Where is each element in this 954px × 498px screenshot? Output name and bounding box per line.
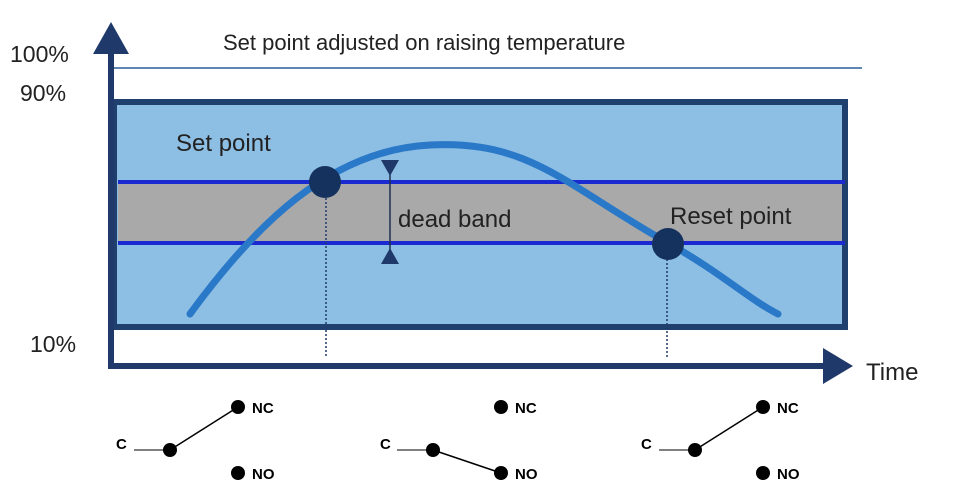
diagram-title: Set point adjusted on raising temperatur… [223,30,625,55]
switch-3-no-terminal [756,466,770,480]
switch-1-nc-label: NC [252,400,274,417]
set-point-label: Set point [176,130,271,157]
dead-band-arrow-bottom [381,248,399,264]
switch-2-arm [432,449,502,474]
dead-band-arrow-top [381,160,399,176]
switch-1-nc-terminal [231,400,245,414]
switch-1-common-terminal [163,443,177,457]
setpoint-dot [309,166,341,198]
switch-3-nc-label: NC [777,400,799,417]
y-tick-90: 90% [20,80,66,106]
switch-2-nc-terminal [494,400,508,414]
dead-band-region [118,182,842,243]
switch-1-no-label: NO [252,466,275,483]
resetpoint-dot [652,228,684,260]
switch-3-common-terminal [688,443,702,457]
x-axis-arrow-icon [823,348,853,384]
switch-1-common-label: C [116,436,127,453]
switch-2-no-terminal [494,466,508,480]
y-axis-arrow-icon [93,22,129,54]
switch-2: C NC NO [380,400,538,483]
x-axis-label: Time [866,359,918,386]
switch-2-common-terminal [426,443,440,457]
switch-1-arm [169,406,239,451]
switch-3-no-label: NO [777,466,800,483]
switch-3-nc-terminal [756,400,770,414]
switch-2-nc-label: NC [515,400,537,417]
switch-1-no-terminal [231,466,245,480]
switch-2-common-label: C [380,436,391,453]
y-tick-10: 10% [30,331,76,357]
switch-2-no-label: NO [515,466,538,483]
switch-3-arm [694,406,764,451]
reset-point-label: Reset point [670,203,792,230]
temperature-curve [186,141,782,318]
switch-3: C NC NO [641,400,800,483]
dead-band-label: dead band [398,206,511,233]
switch-3-common-label: C [641,436,652,453]
switch-1: C NC NO [116,400,275,483]
y-tick-100: 100% [10,41,69,67]
